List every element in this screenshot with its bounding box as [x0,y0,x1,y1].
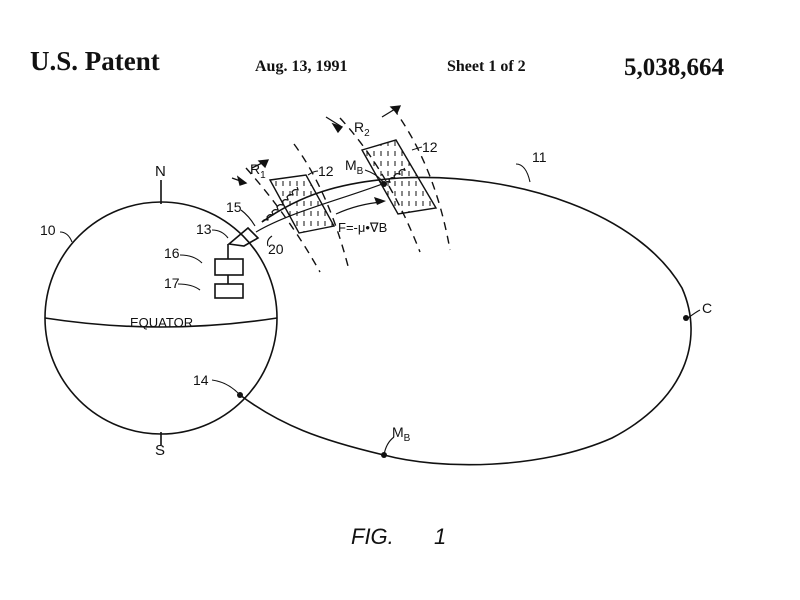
north-label: N [155,163,166,180]
instrument-box-17 [214,283,244,299]
point-c [683,315,689,321]
equator-label: EQUATOR [130,315,193,330]
equator-line [44,317,278,328]
ref-15-label: 15 [226,199,242,215]
ref-13-label: 13 [196,221,212,237]
r2-label: R2 [354,119,370,139]
shaded-region-12-near [268,174,336,234]
figure-caption-word: FIG. [351,524,394,549]
dashed-arc-r1-outer [293,143,349,267]
ref-17-label: 17 [164,275,180,291]
dashed-arc-r2-outer [392,107,451,251]
ref-12-near-label: 12 [318,163,334,179]
patent-header-number: 5,038,664 [624,54,724,81]
patent-header-title: U.S. Patent [30,46,160,76]
patent-header-sheet: Sheet 1 of 2 [447,58,526,75]
figure-caption-number: 1 [434,524,446,549]
particle-spiral-near [261,186,299,223]
force-equation-label: F=-μ•∇B [338,220,387,235]
ref-12-far-label: 12 [422,139,438,155]
instrument-box-16 [214,258,244,276]
ref-11-label: 11 [532,149,547,165]
ref-20-label: 20 [268,241,284,257]
ref-10-label: 10 [40,222,56,238]
shaded-region-12-far [360,139,438,215]
south-label: S [155,442,165,459]
dashed-arc-r2-inner [339,117,421,253]
ref-14-label: 14 [193,372,209,388]
emitter-13 [227,226,260,247]
patent-header-date: Aug. 13, 1991 [255,58,348,75]
dashed-arc-r1-inner [245,167,321,273]
ref-16-label: 16 [164,245,180,261]
mirror-point-top [381,181,387,187]
mb-bottom-label: MB [392,424,411,444]
ref-c-label: C [702,300,712,316]
r1-label: R1 [250,161,266,181]
force-arrow-head [374,197,386,205]
mb-top-label: MB [345,157,364,177]
particle-spiral-far [383,167,406,185]
